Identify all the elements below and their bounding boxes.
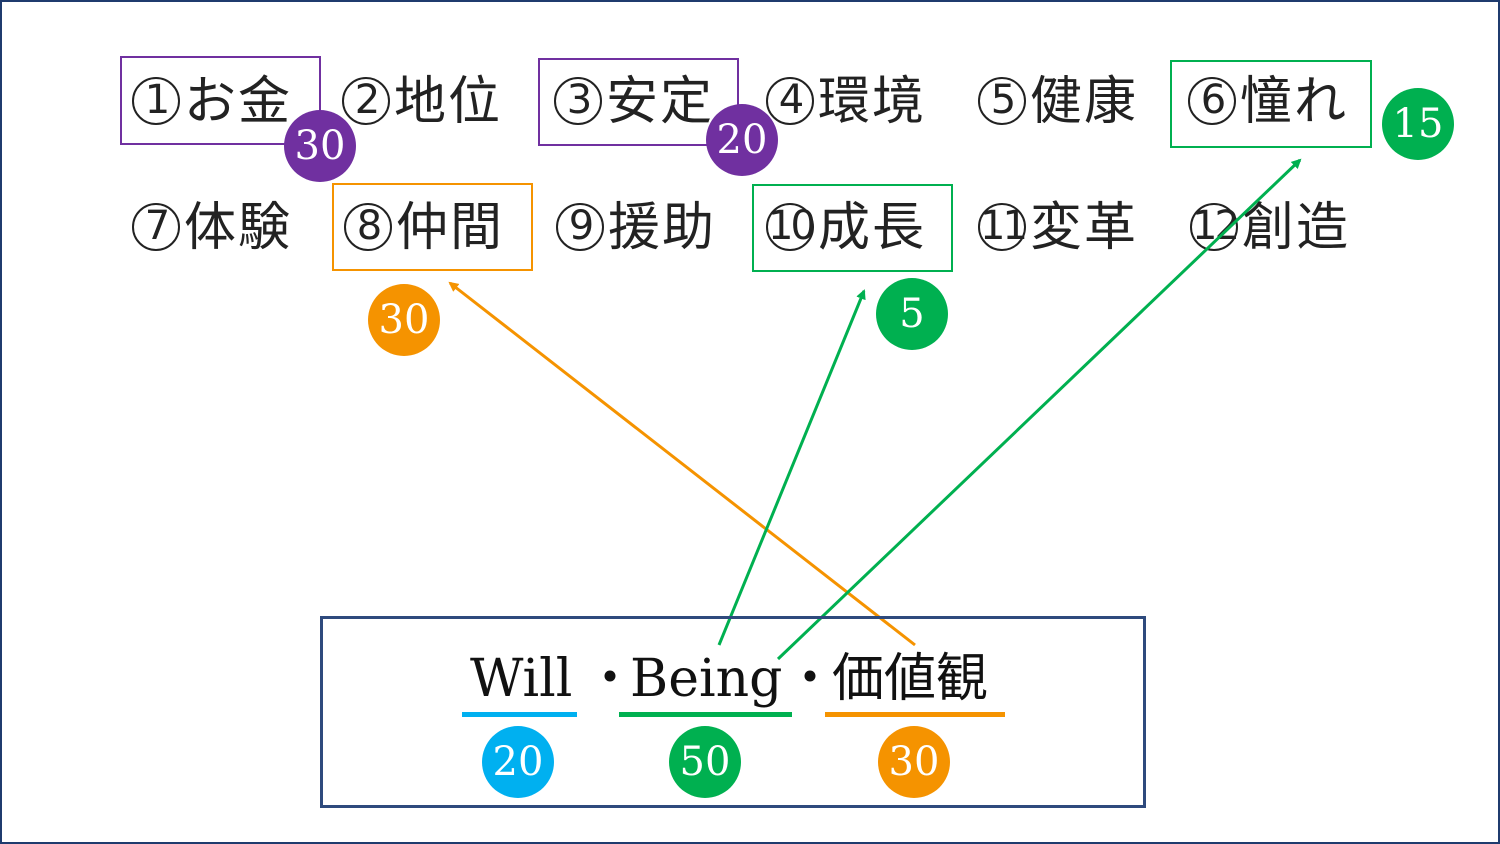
item-label: 地位 (394, 72, 503, 132)
item-number: 11 (978, 203, 1028, 251)
item-number: 4 (766, 77, 814, 125)
item-label: 健康 (1030, 72, 1139, 132)
item-number: 9 (556, 203, 604, 251)
item-number: 3 (554, 77, 602, 125)
highlight-friends-box (332, 183, 533, 271)
item-label: 体験 (184, 198, 293, 258)
highlight-growth-box (752, 184, 953, 272)
item-change: 11変革 (978, 202, 1138, 254)
item-number: 8 (344, 203, 392, 251)
will-score-badge: 20 (482, 726, 554, 798)
item-number: 2 (342, 77, 390, 125)
item-label: 環境 (818, 72, 927, 132)
badge-admiration-score: 15 (1382, 88, 1454, 160)
values-label: 価値観 (832, 649, 989, 709)
item-number: 5 (978, 77, 1026, 125)
item-number: 6 (1188, 77, 1236, 125)
highlight-money-box (120, 56, 321, 145)
arrow-values-to-friends (448, 281, 916, 647)
badge-friends-score: 30 (368, 284, 440, 356)
item-number: 10 (766, 203, 816, 251)
item-label: 仲間 (396, 198, 505, 258)
item-label: 創造 (1242, 198, 1351, 258)
item-label: お金 (184, 72, 293, 132)
badge-growth-score: 5 (876, 278, 948, 350)
item-label: 安定 (606, 72, 715, 132)
item-label: 変革 (1030, 198, 1139, 258)
being-score-badge: 50 (669, 726, 741, 798)
separator-dot: ・ (784, 649, 837, 709)
badge-stability-score: 20 (706, 104, 778, 176)
item-label: 憧れ (1240, 72, 1349, 132)
separator-dot: ・ (584, 649, 637, 709)
arrow-being-to-growth (717, 289, 866, 646)
values-underline (825, 712, 1005, 717)
item-label: 成長 (818, 198, 927, 258)
item-label: 援助 (608, 198, 717, 258)
item-growth: 10成長 (766, 202, 926, 254)
values-score-badge: 30 (878, 726, 950, 798)
highlight-stability-box (538, 58, 739, 146)
will-underline (462, 712, 577, 717)
item-number: 7 (132, 203, 180, 251)
source-box (320, 616, 1146, 808)
being-underline (619, 712, 792, 717)
arrow-being-to-admiration (776, 158, 1302, 661)
highlight-admiration-box (1170, 60, 1372, 148)
item-number: 1 (132, 77, 180, 125)
will-label: Will (470, 649, 573, 709)
being-label: Being (630, 649, 783, 709)
badge-money-score: 30 (284, 110, 356, 182)
